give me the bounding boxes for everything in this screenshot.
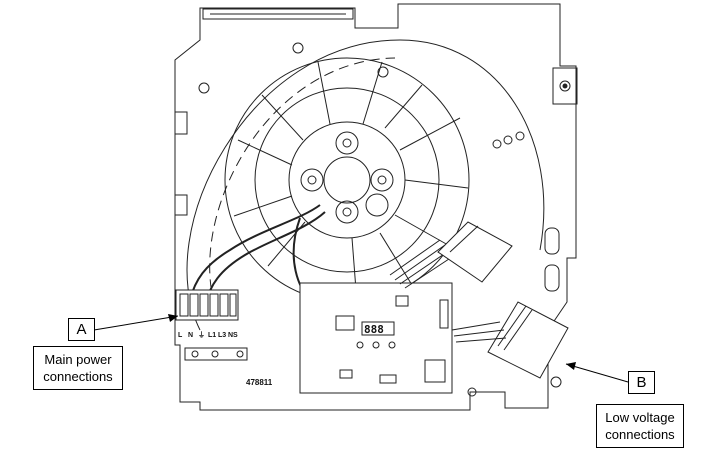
screw (550, 376, 562, 388)
motor-center (323, 156, 371, 204)
led-display (361, 321, 395, 336)
callout-b-box: B (628, 371, 655, 394)
side-slot (544, 227, 560, 255)
terminal-label: ⏚ (198, 331, 205, 339)
capacitor-port (365, 193, 389, 217)
screw (377, 66, 389, 78)
led-display-digits: 888 (364, 323, 384, 336)
mounting-strip (184, 347, 248, 361)
motor-bolt (300, 168, 324, 192)
ribbon-harness (389, 239, 456, 289)
callout-a-box: A (68, 318, 95, 341)
callout-a-leader (93, 315, 179, 331)
terminal-label: L3 (218, 332, 226, 339)
callout-b-caption-line1: Low voltage (605, 410, 675, 425)
callout-b-caption: Low voltage connections (596, 404, 684, 448)
callout-a-caption-line2: connections (43, 369, 113, 384)
part-number: 478811 (246, 378, 273, 387)
power-terminal-block (175, 289, 239, 321)
terminal-label: NS (228, 332, 238, 339)
blower-wheel-outer (224, 57, 470, 303)
right-bracket (552, 67, 578, 105)
terminal-label: N (188, 332, 193, 339)
callout-a-caption-line1: Main power (44, 352, 112, 367)
screw (492, 139, 502, 149)
motor-bolt (335, 131, 359, 155)
screw (198, 82, 210, 94)
blower-spokes (233, 61, 469, 291)
side-hinge (174, 111, 188, 135)
screw (292, 42, 304, 54)
blower-wheel-ring (254, 87, 440, 273)
side-hinge (174, 194, 188, 216)
blower-scroll-housing (186, 39, 545, 331)
motor-harness (189, 204, 321, 301)
callout-a-caption: Main power connections (33, 346, 123, 390)
screw (515, 131, 525, 141)
callout-b-leader (565, 363, 629, 383)
blower-scroll-inner (209, 57, 396, 321)
callout-b-letter: B (636, 374, 647, 391)
motor-bolt (335, 200, 359, 224)
motor-bolt (370, 168, 394, 192)
callout-a-letter: A (76, 321, 87, 338)
terminal-label: L (178, 332, 183, 339)
control-board (299, 282, 453, 394)
relay-module (437, 221, 513, 283)
terminal-label: L1 (208, 332, 216, 339)
screw (467, 387, 477, 397)
callout-b-caption-line2: connections (605, 427, 675, 442)
screw (503, 135, 513, 145)
cabinet-outline (174, 3, 577, 411)
side-slot (544, 264, 560, 292)
low-voltage-connector (451, 301, 569, 379)
